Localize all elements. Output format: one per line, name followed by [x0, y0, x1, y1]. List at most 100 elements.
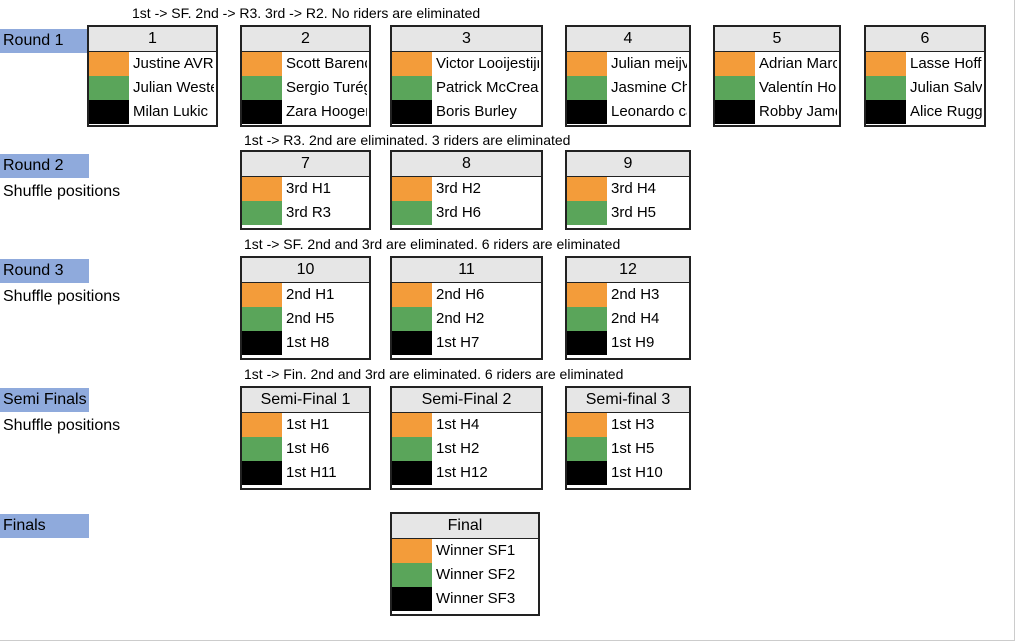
orange-swatch	[242, 413, 282, 437]
heat-entry-row: 2nd H2	[392, 307, 541, 331]
rider-name: Julian meijveld	[611, 55, 687, 72]
heat-entry-row: Adrian Marcos	[715, 52, 839, 76]
green-swatch	[567, 76, 607, 100]
orange-swatch	[392, 413, 432, 437]
heat-title: Semi-Final 2	[392, 388, 541, 413]
heat-title: 8	[392, 152, 541, 177]
heat-entry-row: Scott Barendrecht	[242, 52, 369, 76]
heat-5: 5 Adrian Marcos Valentín Hoek Robby Jame…	[713, 25, 841, 127]
rider-name: Julian Westerink	[133, 79, 214, 96]
green-swatch	[392, 307, 432, 331]
green-swatch	[242, 76, 282, 100]
heat-entry-row: 1st H8	[242, 331, 369, 355]
green-swatch	[392, 201, 432, 225]
rider-name: Patrick McCreadie	[436, 79, 539, 96]
heat-entry: 2nd H3	[611, 286, 660, 303]
heat-entry: 1st H11	[286, 464, 337, 481]
heat-entry-row: 2nd H3	[567, 283, 689, 307]
heat-title: 1	[89, 27, 216, 52]
green-swatch	[866, 76, 906, 100]
orange-swatch	[242, 283, 282, 307]
heat-12: 12 2nd H3 2nd H4 1st H9	[565, 256, 691, 360]
heat-8: 8 3rd H2 3rd H6	[390, 150, 543, 230]
heat-entry-row: Winner SF1	[392, 539, 538, 563]
heat-title: 11	[392, 258, 541, 283]
heat-entry-row: 3rd H1	[242, 177, 369, 201]
black-swatch	[392, 100, 432, 124]
heat-entry-row: 2nd H1	[242, 283, 369, 307]
orange-swatch	[242, 52, 282, 76]
rider-name: Milan Lukic	[133, 103, 209, 120]
heat-entry-row: Valentín Hoek	[715, 76, 839, 100]
orange-swatch	[567, 413, 607, 437]
heat-entry: 1st H10	[611, 464, 663, 481]
heat-entry-row: 2nd H4	[567, 307, 689, 331]
heat-entry: 1st H3	[611, 416, 655, 433]
green-swatch	[242, 201, 282, 225]
heat-title: Final	[392, 514, 538, 539]
heat-3: 3 Victor Looijestijn Patrick McCreadie B…	[390, 25, 543, 127]
rider-name: Adrian Marcos	[759, 55, 837, 72]
black-swatch	[242, 331, 282, 355]
heat-6: 6 Lasse Hoffmann Julian Salvador Alice R…	[864, 25, 986, 127]
heat-entry-row: 3rd H6	[392, 201, 541, 225]
heat-entry: 3rd H4	[611, 180, 657, 197]
heat-entry: 3rd H6	[436, 204, 482, 221]
heat-entry-row: 3rd R3	[242, 201, 369, 225]
heat-title: 10	[242, 258, 369, 283]
orange-swatch	[392, 52, 432, 76]
heat-entry-row: 3rd H5	[567, 201, 689, 225]
rider-name: Julian Salvador	[910, 79, 982, 96]
orange-swatch	[866, 52, 906, 76]
heat-entry-row: Boris Burley	[392, 100, 541, 124]
heat-entry-row: Winner SF3	[392, 587, 538, 611]
heat-title: 7	[242, 152, 369, 177]
heat-title: 6	[866, 27, 984, 52]
heat-entry-row: Victor Looijestijn	[392, 52, 541, 76]
rider-name: Boris Burley	[436, 103, 517, 120]
heat-entry-row: Julian Westerink	[89, 76, 216, 100]
final-heat: Final Winner SF1 Winner SF2 Winner SF3	[390, 512, 540, 616]
heat-1: 1 Justine AVRIL Julian Westerink Milan L…	[87, 25, 218, 127]
heat-entry: 2nd H2	[436, 310, 485, 327]
heat-entry-row: Jasmine Chen	[567, 76, 689, 100]
green-swatch	[89, 76, 129, 100]
heat-4: 4 Julian meijveld Jasmine Chen Leonardo …	[565, 25, 691, 127]
heat-entry-row: Alice Ruggiero	[866, 100, 984, 124]
heat-entry: Winner SF1	[436, 542, 516, 559]
rider-name: Scott Barendrecht	[286, 55, 367, 72]
heat-title: 3	[392, 27, 541, 52]
heat-entry-row: 1st H10	[567, 461, 689, 485]
orange-swatch	[715, 52, 755, 76]
heat-title: 2	[242, 27, 369, 52]
heat-7: 7 3rd H1 3rd R3	[240, 150, 371, 230]
orange-swatch	[89, 52, 129, 76]
rider-name: Jasmine Chen	[611, 79, 687, 96]
round1-label: Round 1	[0, 29, 89, 53]
heat-entry-row: Milan Lukic	[89, 100, 216, 124]
rider-name: Lasse Hoffmann	[910, 55, 982, 72]
green-swatch	[392, 563, 432, 587]
heat-entry-row: 1st H5	[567, 437, 689, 461]
heat-entry: 2nd H5	[286, 310, 335, 327]
heat-entry: 1st H1	[286, 416, 330, 433]
semis-rule-note: 1st -> Fin. 2nd and 3rd are eliminated. …	[244, 366, 624, 382]
round3-label: Round 3	[0, 259, 89, 283]
black-swatch	[242, 100, 282, 124]
heat-11: 11 2nd H6 2nd H2 1st H7	[390, 256, 543, 360]
rider-name: Zara Hoogendijk	[286, 103, 367, 120]
heat-entry-row: 1st H3	[567, 413, 689, 437]
heat-entry-row: 3rd H4	[567, 177, 689, 201]
green-swatch	[567, 437, 607, 461]
heat-entry: 1st H12	[436, 464, 488, 481]
heat-entry-row: 2nd H6	[392, 283, 541, 307]
round1-rule-note: 1st -> SF. 2nd -> R3. 3rd -> R2. No ride…	[132, 5, 481, 21]
semis-sub-label: Shuffle positions	[3, 417, 121, 434]
black-swatch	[567, 331, 607, 355]
semi-final-1: Semi-Final 1 1st H1 1st H6 1st H11	[240, 386, 371, 490]
heat-entry: 3rd R3	[286, 204, 332, 221]
heat-entry-row: 1st H9	[567, 331, 689, 355]
heat-entry: 1st H6	[286, 440, 330, 457]
heat-entry: 2nd H4	[611, 310, 660, 327]
heat-entry-row: 1st H7	[392, 331, 541, 355]
